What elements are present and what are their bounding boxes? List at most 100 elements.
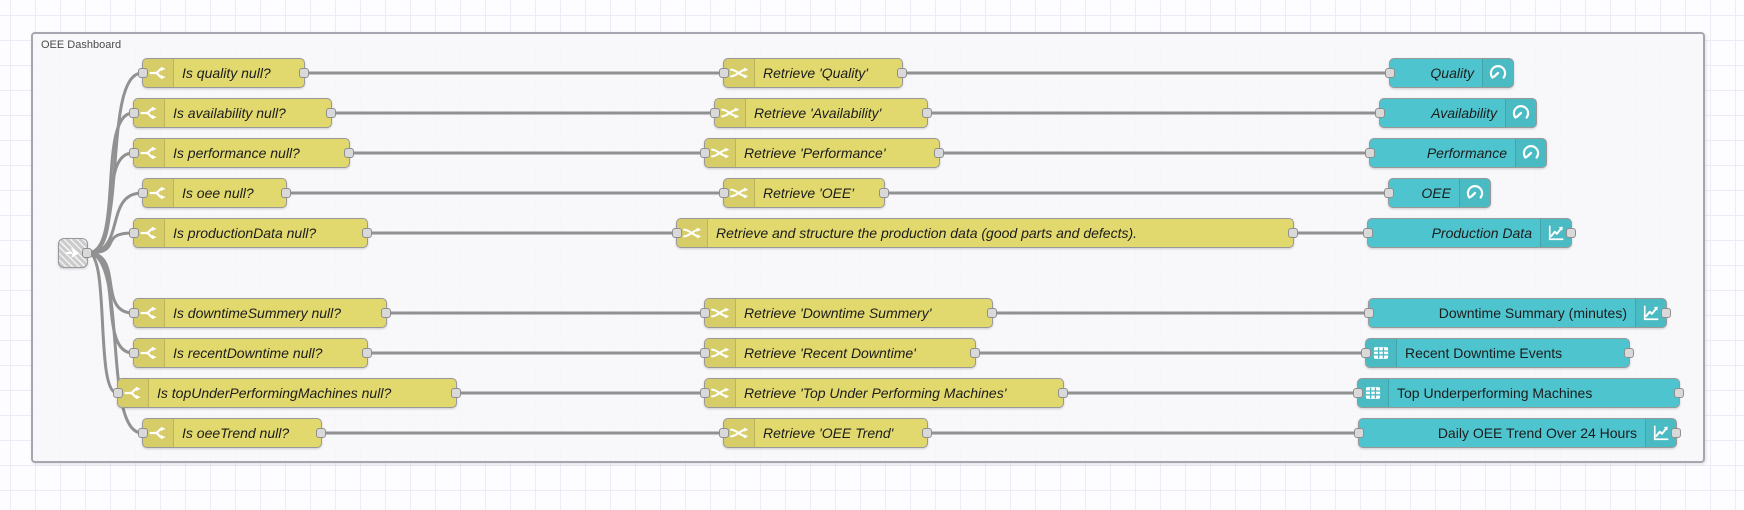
output-port[interactable] [82, 248, 92, 258]
input-port[interactable] [129, 348, 139, 358]
wire[interactable] [86, 251, 119, 395]
input-port[interactable] [700, 388, 710, 398]
output-port[interactable] [934, 148, 944, 158]
node-label: Production Data [1431, 225, 1532, 241]
node-retrieve-oee-trend[interactable]: Retrieve 'OEE Trend' [719, 418, 932, 448]
node-is-availability-null[interactable]: Is availability null? [129, 98, 336, 128]
shuffle-icon [677, 219, 708, 247]
node-is-performance-null[interactable]: Is performance null? [129, 138, 354, 168]
output-port[interactable] [381, 308, 391, 318]
node-table-top-underperforming-machines[interactable]: Top Underperforming Machines [1353, 378, 1684, 408]
input-port[interactable] [1361, 348, 1371, 358]
input-port[interactable] [138, 428, 148, 438]
output-port[interactable] [344, 148, 354, 158]
output-port[interactable] [1288, 228, 1298, 238]
output-port[interactable] [879, 188, 889, 198]
node-label: Retrieve and structure the production da… [716, 225, 1138, 241]
node-label: Retrieve 'Recent Downtime' [744, 345, 916, 361]
input-port[interactable] [1385, 68, 1395, 78]
input-port[interactable] [1363, 228, 1373, 238]
output-port[interactable] [1674, 388, 1684, 398]
node-label: Is oee null? [182, 185, 254, 201]
node-chart-production-data[interactable]: Production Data [1363, 218, 1576, 248]
node-is-oee-null[interactable]: Is oee null? [138, 178, 291, 208]
output-port[interactable] [362, 228, 372, 238]
input-port[interactable] [700, 308, 710, 318]
gauge-icon [1482, 59, 1513, 87]
node-label: Retrieve 'OEE' [763, 185, 854, 201]
input-port[interactable] [719, 68, 729, 78]
output-port[interactable] [316, 428, 326, 438]
output-port[interactable] [326, 108, 336, 118]
node-label: Is recentDowntime null? [173, 345, 323, 361]
node-is-topunderperformingmachines-null[interactable]: Is topUnderPerformingMachines null? [113, 378, 461, 408]
output-port[interactable] [987, 308, 997, 318]
switch-icon [134, 99, 165, 127]
output-port[interactable] [970, 348, 980, 358]
wire[interactable] [86, 231, 135, 255]
output-port[interactable] [1566, 228, 1576, 238]
output-port[interactable] [922, 108, 932, 118]
input-port[interactable] [129, 148, 139, 158]
input-port[interactable] [1375, 108, 1385, 118]
node-label: Is downtimeSummery null? [173, 305, 342, 321]
node-gauge-availability[interactable]: Availability [1375, 98, 1537, 128]
input-port[interactable] [138, 188, 148, 198]
output-port[interactable] [362, 348, 372, 358]
node-gauge-quality[interactable]: Quality [1385, 58, 1514, 88]
input-port[interactable] [719, 188, 729, 198]
node-gauge-oee[interactable]: OEE [1384, 178, 1491, 208]
input-port[interactable] [700, 348, 710, 358]
node-table-recent-downtime-events[interactable]: Recent Downtime Events [1361, 338, 1634, 368]
switch-icon [134, 299, 165, 327]
node-retrieve-production-data[interactable]: Retrieve and structure the production da… [672, 218, 1298, 248]
node-is-productiondata-null[interactable]: Is productionData null? [129, 218, 372, 248]
input-port[interactable] [1365, 148, 1375, 158]
input-port[interactable] [113, 388, 123, 398]
node-retrieve-availability[interactable]: Retrieve 'Availability' [710, 98, 932, 128]
node-chart-daily-oee-trend[interactable]: Daily OEE Trend Over 24 Hours [1354, 418, 1681, 448]
node-retrieve-top-under-performing-machines[interactable]: Retrieve 'Top Under Performing Machines' [700, 378, 1068, 408]
shuffle-icon [705, 379, 736, 407]
input-port[interactable] [700, 148, 710, 158]
node-retrieve-downtime-summery[interactable]: Retrieve 'Downtime Summery' [700, 298, 997, 328]
output-port[interactable] [1661, 308, 1671, 318]
node-retrieve-quality[interactable]: Retrieve 'Quality' [719, 58, 907, 88]
input-port[interactable] [129, 308, 139, 318]
output-port[interactable] [451, 388, 461, 398]
node-retrieve-recent-downtime[interactable]: Retrieve 'Recent Downtime' [700, 338, 980, 368]
wire[interactable] [86, 151, 135, 255]
output-port[interactable] [299, 68, 309, 78]
shuffle-icon [724, 59, 755, 87]
input-port[interactable] [129, 228, 139, 238]
input-port[interactable] [129, 108, 139, 118]
node-is-quality-null[interactable]: Is quality null? [138, 58, 309, 88]
input-port[interactable] [710, 108, 720, 118]
chart-icon [1635, 299, 1666, 327]
output-port[interactable] [281, 188, 291, 198]
input-port[interactable] [672, 228, 682, 238]
node-is-recentdowntime-null[interactable]: Is recentDowntime null? [129, 338, 372, 368]
input-port[interactable] [719, 428, 729, 438]
input-port[interactable] [1364, 308, 1374, 318]
node-label: Retrieve 'OEE Trend' [763, 425, 894, 441]
node-gauge-performance[interactable]: Performance [1365, 138, 1547, 168]
input-port[interactable] [1353, 388, 1363, 398]
node-link-in[interactable] [58, 238, 92, 268]
input-port[interactable] [1384, 188, 1394, 198]
node-retrieve-performance[interactable]: Retrieve 'Performance' [700, 138, 944, 168]
wire[interactable] [86, 251, 144, 435]
node-retrieve-oee[interactable]: Retrieve 'OEE' [719, 178, 889, 208]
output-port[interactable] [897, 68, 907, 78]
output-port[interactable] [1058, 388, 1068, 398]
node-chart-downtime-summary[interactable]: Downtime Summary (minutes) [1364, 298, 1671, 328]
input-port[interactable] [138, 68, 148, 78]
output-port[interactable] [1671, 428, 1681, 438]
node-is-oeetrend-null[interactable]: Is oeeTrend null? [138, 418, 326, 448]
node-is-downtimesummery-null[interactable]: Is downtimeSummery null? [129, 298, 391, 328]
output-port[interactable] [922, 428, 932, 438]
input-port[interactable] [1354, 428, 1364, 438]
output-port[interactable] [1624, 348, 1634, 358]
